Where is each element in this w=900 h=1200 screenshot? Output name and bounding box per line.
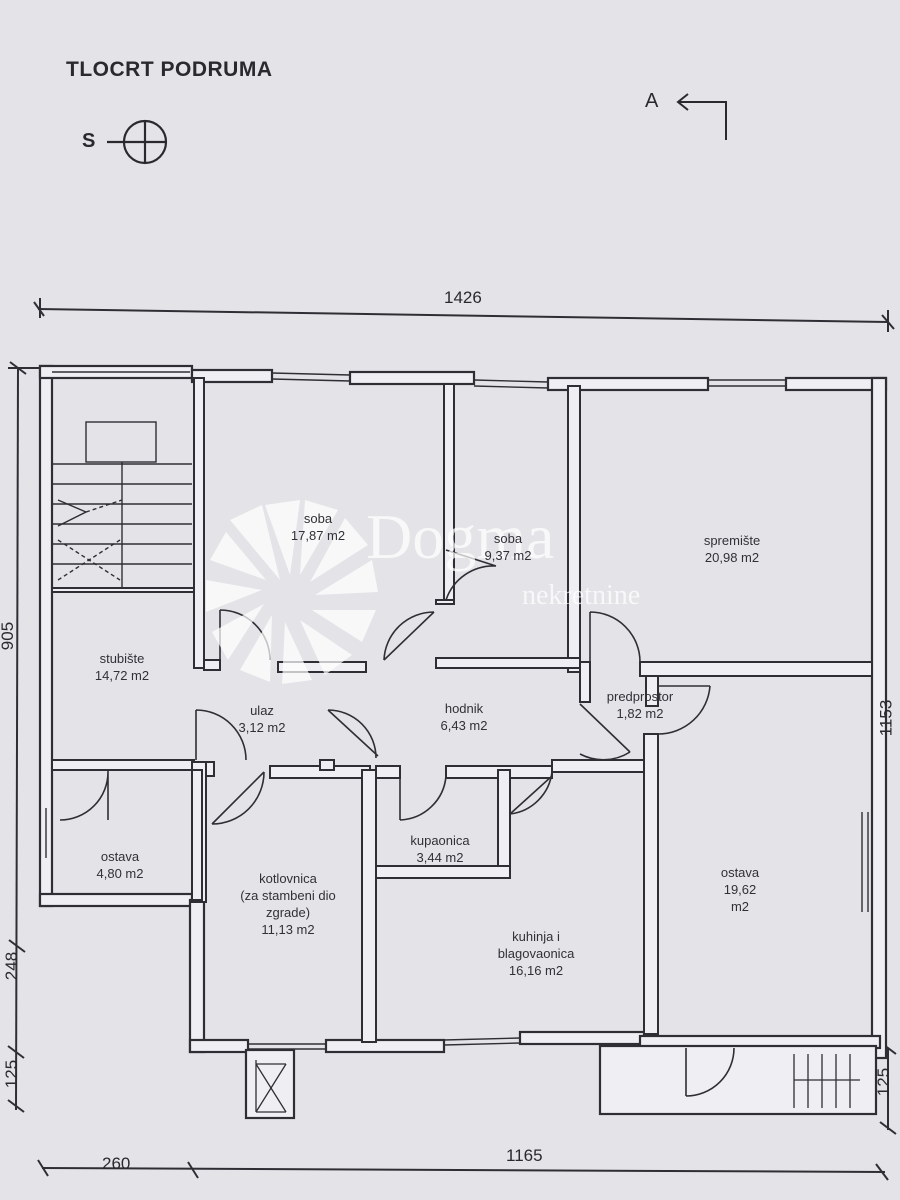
north-arrow-icon [107, 119, 168, 165]
dim-left-bottom: 125 [2, 1059, 22, 1089]
room-area: 1,82 m2 [616, 706, 664, 721]
dim-left-mid: 248 [2, 951, 22, 981]
room-unit: m2 [730, 899, 750, 914]
room-soba-small: soba 9,37 m2 [485, 530, 532, 564]
room-ostava-small: ostava 4,80 m2 [97, 848, 144, 882]
room-kuhinja: kuhinja i blagovaonica 16,16 m2 [498, 928, 575, 979]
room-area: 19,62 [723, 882, 757, 897]
room-kotlovnica: kotlovnica (za stambeni dio zgrade) 11,1… [240, 870, 335, 938]
dim-right-bottom: 125 [874, 1067, 894, 1097]
room-name: predprostor [606, 689, 674, 704]
room-spremiste: spremište 20,98 m2 [704, 532, 760, 566]
room-area: 16,16 m2 [508, 963, 564, 978]
room-ostava-large: ostava 19,62 m2 [721, 864, 759, 915]
north-label: S [82, 130, 96, 152]
room-area: 11,13 m2 [261, 922, 315, 937]
room-name: hodnik [444, 701, 484, 716]
plan-title: TLOCRT PODRUMA [66, 58, 273, 81]
dim-right-height: 1153 [876, 699, 896, 737]
room-area: 4,80 m2 [96, 866, 144, 881]
room-extra: zgrade) [265, 905, 311, 920]
watermark-logo-graphic [206, 500, 378, 684]
room-name: soba [493, 531, 523, 546]
room-soba-large: soba 17,87 m2 [291, 510, 345, 544]
room-name: spremište [703, 533, 761, 548]
room-name: kupaonica [410, 833, 470, 848]
room-name: ulaz [250, 703, 274, 718]
room-hodnik: hodnik 6,43 m2 [441, 700, 488, 734]
room-name: stubište [99, 651, 145, 666]
room-area: 20,98 m2 [704, 550, 760, 565]
room-predprostor: predprostor 1,82 m2 [607, 688, 673, 722]
room-name: kotlovnica [259, 871, 317, 886]
room-name: soba [303, 511, 333, 526]
room-extra: blagovaonica [497, 946, 575, 961]
room-area: 3,44 m2 [416, 850, 464, 865]
room-extra: (za stambeni dio [240, 888, 336, 903]
room-name: ostava [720, 865, 760, 880]
dim-bottom-left: 260 [102, 1154, 131, 1173]
room-area: 6,43 m2 [440, 718, 488, 733]
room-stubiste: stubište 14,72 m2 [95, 650, 149, 684]
room-ulaz: ulaz 3,12 m2 [239, 702, 286, 736]
room-kupaonica: kupaonica 3,44 m2 [410, 832, 469, 866]
dim-bottom-right: 1165 [506, 1146, 543, 1165]
room-area: 17,87 m2 [290, 528, 346, 543]
room-name: ostava [100, 849, 140, 864]
room-area: 14,72 m2 [94, 668, 150, 683]
room-area: 9,37 m2 [484, 548, 532, 563]
dim-top-total: 1426 [444, 288, 482, 307]
section-arrow-icon [676, 93, 727, 140]
room-area: 3,12 m2 [238, 720, 286, 735]
section-label: A [645, 90, 659, 112]
room-name: kuhinja i [512, 929, 560, 944]
dim-left-height: 905 [0, 621, 18, 651]
